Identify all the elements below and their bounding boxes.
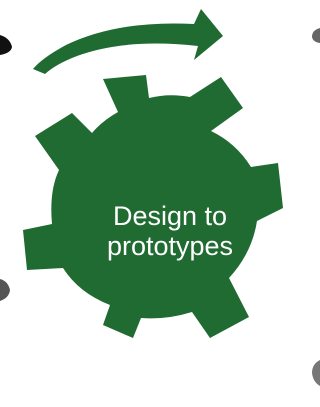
gear-icon — [23, 75, 283, 338]
gear-label-line-2: prototypes — [106, 231, 234, 261]
left-edge-fragment-top — [0, 35, 12, 55]
gear-label: Design to prototypes — [70, 201, 270, 261]
left-edge-fragment-bottom — [0, 279, 10, 301]
curved-arrow-icon — [33, 9, 223, 74]
right-edge-fragment-top — [312, 28, 320, 43]
right-edge-fragment-bottom — [312, 360, 320, 386]
gear-label-line-1: Design to — [112, 201, 228, 231]
